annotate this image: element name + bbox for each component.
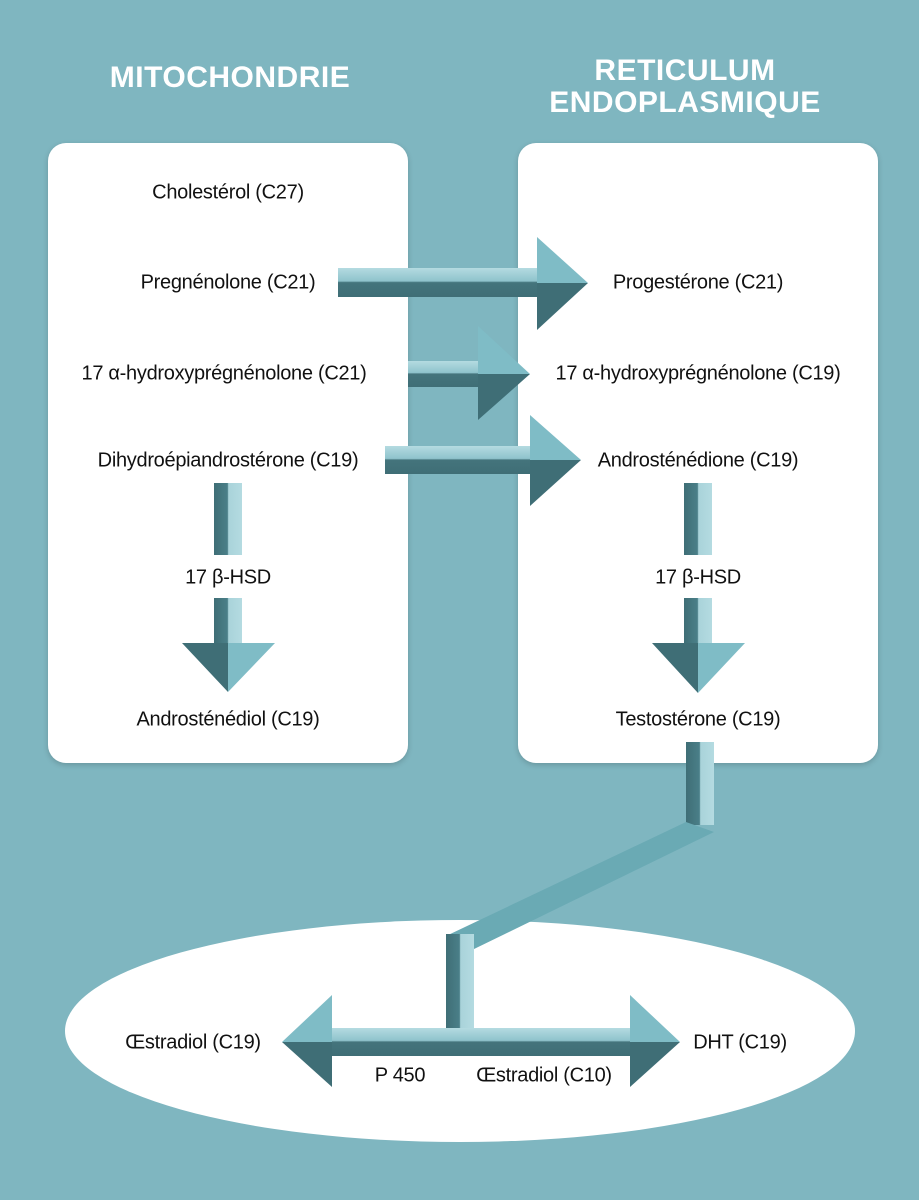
label-enzyme-left: 17 β-HSD — [185, 566, 271, 589]
arrow-hydroxy-c21-c19 — [408, 326, 530, 420]
label-oestradiol-c19: Œstradiol (C19) — [125, 1031, 261, 1054]
connector-testosterone-split — [446, 742, 714, 1029]
title-reticulum-line2: ENDOPLASMIQUE — [549, 86, 821, 119]
title-reticulum: RETICULUM ENDOPLASMIQUE — [510, 55, 860, 119]
title-mitochondrie: MITOCHONDRIE — [109, 61, 351, 94]
label-p450: P 450 — [374, 1064, 426, 1087]
label-testosterone: Testostérone (C19) — [615, 708, 781, 731]
label-androstenedione: Androsténédione (C19) — [597, 449, 799, 472]
label-hydroxy-c21: 17 α-hydroxyprégnénolone (C21) — [81, 362, 367, 385]
label-cholesterol: Cholestérol (C27) — [152, 181, 304, 204]
label-oestradiol-c10: Œstradiol (C10) — [476, 1064, 612, 1087]
title-reticulum-line1: RETICULUM — [594, 54, 776, 87]
label-progesterone: Progestérone (C21) — [612, 271, 784, 294]
arrow-dhea-androstenedione — [385, 415, 581, 506]
label-hydroxy-c19: 17 α-hydroxyprégnénolone (C19) — [555, 362, 841, 385]
arrow-pregnenolone-progesterone — [338, 237, 588, 330]
label-dhea: Dihydroépiandrostérone (C19) — [97, 449, 359, 472]
label-enzyme-right: 17 β-HSD — [655, 566, 741, 589]
arrow-dhea-androstenediol — [182, 483, 275, 692]
arrow-androstenedione-testosterone — [652, 483, 745, 693]
label-dht: DHT (C19) — [693, 1031, 787, 1054]
arrow-bottom-split — [282, 995, 680, 1087]
label-androstenediol: Androsténédiol (C19) — [136, 708, 320, 731]
label-pregnenolone: Pregnénolone (C21) — [140, 271, 316, 294]
